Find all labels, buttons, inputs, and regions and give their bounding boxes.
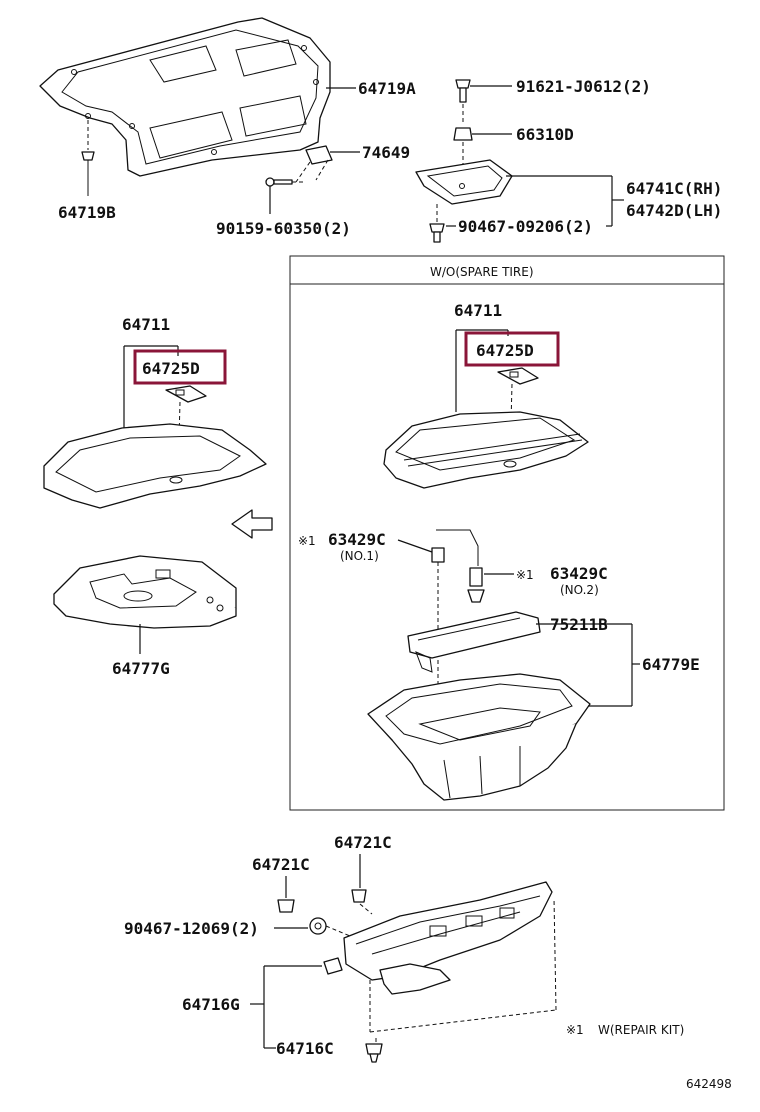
label-64716C: 64716C — [276, 1039, 334, 1058]
deck-board-64711-left[interactable] — [43, 423, 267, 509]
ref-mark-2: ※1 — [516, 568, 534, 582]
label-64725D-left: 64725D — [142, 359, 200, 378]
hook-64725D-left[interactable] — [165, 385, 207, 403]
variant-box — [289, 255, 725, 811]
deck-board-64711-right[interactable] — [383, 411, 589, 489]
strap-63429C-no2[interactable] — [467, 567, 485, 603]
label-64719B: 64719B — [58, 203, 116, 222]
label-no2: (NO.2) — [560, 583, 599, 597]
label-91621: 91621-J0612(2) — [516, 77, 651, 96]
ref-mark-1: ※1 — [298, 534, 316, 548]
bolt-91621[interactable] — [455, 79, 471, 103]
label-90467b: 90467-12069(2) — [124, 919, 259, 938]
ref-mark-note: ※1 — [566, 1023, 584, 1037]
nut-90467-bottom[interactable] — [309, 917, 327, 935]
label-64725D-right: 64725D — [476, 341, 534, 360]
highlight-64725D-left[interactable] — [133, 349, 227, 385]
clip-90467-top[interactable] — [429, 223, 445, 243]
hook-64725D-right[interactable] — [497, 367, 539, 385]
label-64742D: 64742D(LH) — [626, 201, 722, 220]
luggage-cover-64719A[interactable] — [39, 17, 331, 177]
nut-66310D[interactable] — [453, 127, 473, 141]
label-64777G: 64777G — [112, 659, 170, 678]
highlight-64725D-right[interactable] — [464, 331, 560, 367]
bracket-64741C[interactable] — [415, 159, 513, 205]
label-64741C: 64741C(RH) — [626, 179, 722, 198]
label-64716G: 64716G — [182, 995, 240, 1014]
diagram-number: 642498 — [686, 1077, 732, 1091]
clip-64719B[interactable] — [81, 151, 95, 196]
tray-64777G[interactable] — [53, 555, 237, 629]
clip-64716G[interactable] — [323, 957, 343, 975]
label-90467a: 90467-09206(2) — [458, 217, 593, 236]
label-63429C-no2: 63429C — [550, 564, 608, 583]
bracket-74649[interactable] — [305, 145, 333, 165]
clip-64716C[interactable] — [365, 1043, 383, 1063]
tray-64779E[interactable] — [367, 673, 591, 801]
bracket-75211B[interactable] — [407, 611, 541, 673]
label-64721C-b: 64721C — [334, 833, 392, 852]
screw-90159[interactable] — [265, 177, 293, 187]
label-64711-right: 64711 — [454, 301, 502, 320]
label-63429C-no1: 63429C — [328, 530, 386, 549]
clip-64721C-a[interactable] — [277, 899, 295, 913]
label-74649: 74649 — [362, 143, 410, 162]
label-64721C-a: 64721C — [252, 855, 310, 874]
label-75211B: 75211B — [550, 615, 608, 634]
clip-64721C-b[interactable] — [351, 889, 367, 903]
label-64779E: 64779E — [642, 655, 700, 674]
box-title: W/O(SPARE TIRE) — [430, 265, 534, 279]
label-64711-left: 64711 — [122, 315, 170, 334]
note-repair-kit: W(REPAIR KIT) — [598, 1023, 684, 1037]
label-66310D: 66310D — [516, 125, 574, 144]
label-no1: (NO.1) — [340, 549, 379, 563]
strap-63429C-no1[interactable] — [431, 529, 479, 566]
label-64719A: 64719A — [358, 79, 416, 98]
arrow-left-icon — [231, 509, 273, 539]
label-90159: 90159-60350(2) — [216, 219, 351, 238]
panel-64716G[interactable] — [343, 881, 553, 995]
